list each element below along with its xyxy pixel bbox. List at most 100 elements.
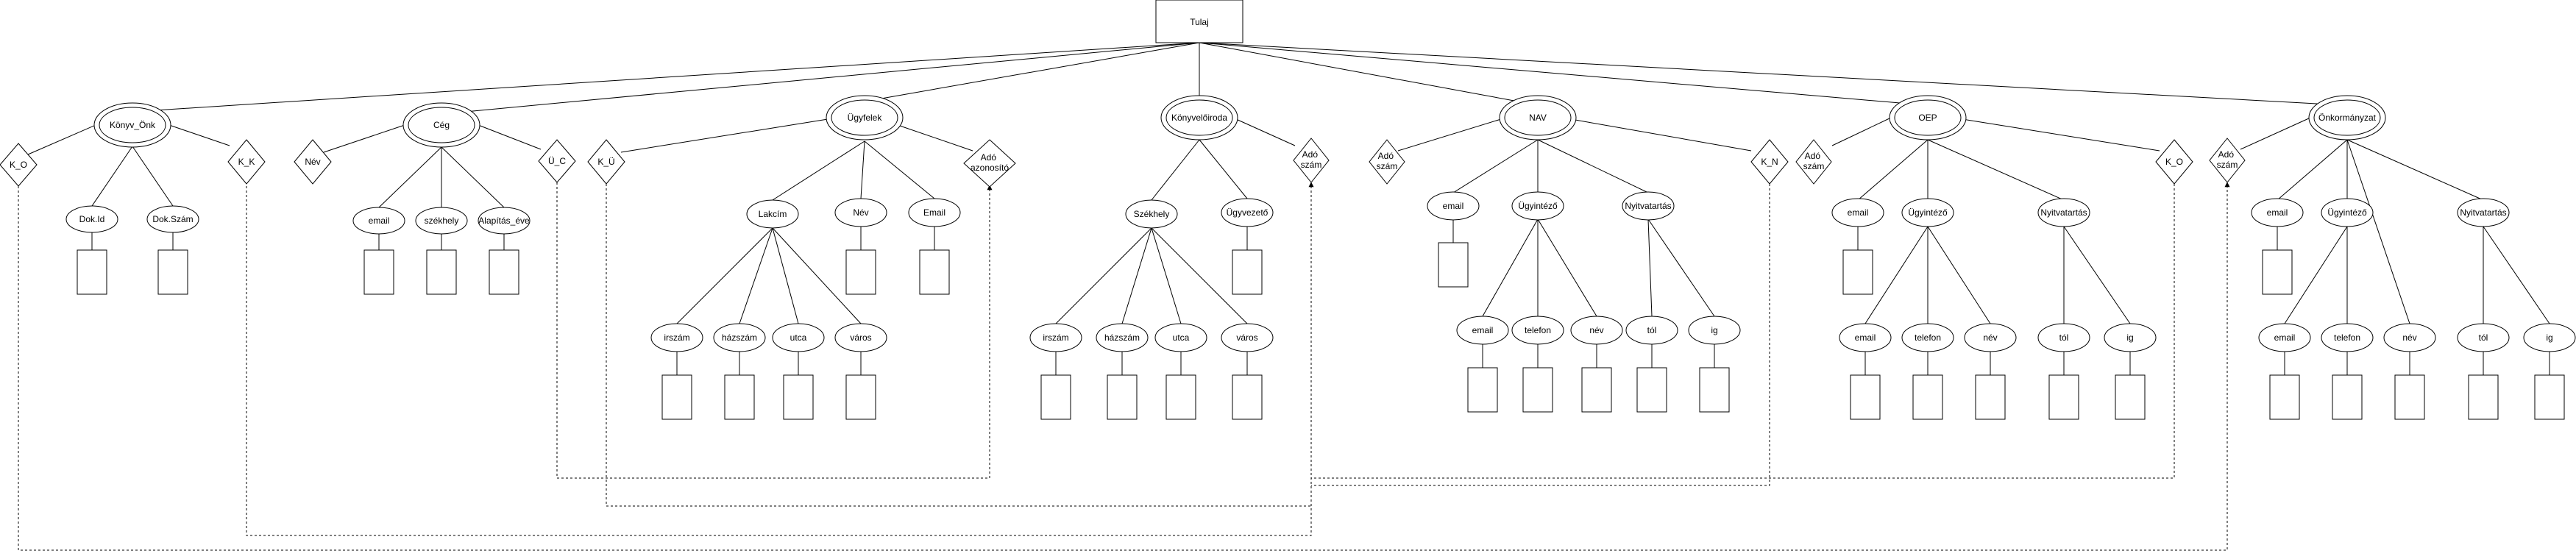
entity-oep: OEP bbox=[1889, 95, 1967, 140]
domain-box bbox=[426, 249, 457, 295]
attr-lak-hazszam bbox=[713, 323, 766, 352]
domain-box bbox=[2468, 374, 2499, 420]
attr-nav-ig-label: ig bbox=[1711, 325, 1717, 335]
attr-oep-ig-label: ig bbox=[2126, 332, 2133, 343]
attr-nav-nyitvatartas-label: Nyitvatartás bbox=[1625, 201, 1671, 211]
domain-box bbox=[2332, 374, 2363, 420]
attr-oep-ugyintezo bbox=[1901, 198, 1954, 227]
attr-szk-varos-label: város bbox=[1236, 332, 1257, 343]
attr-lak-varos bbox=[834, 323, 887, 352]
relationship-k-o-left-label: K_O bbox=[10, 160, 27, 170]
attr-ugyfel-nev bbox=[834, 198, 887, 227]
domain-box bbox=[2048, 374, 2079, 420]
domain-box bbox=[845, 249, 876, 295]
attr-oep-nyitvatartas bbox=[2037, 198, 2090, 227]
relationship-nev-ceg: Név bbox=[294, 139, 332, 185]
attr-onk-nyitvatartas bbox=[2457, 198, 2510, 227]
relationship-k-k: K_K bbox=[227, 139, 266, 185]
attr-szk-utca bbox=[1154, 323, 1207, 352]
attr-szk-utca-label: utca bbox=[1173, 332, 1190, 343]
ado-szam-line-2: szám bbox=[2217, 160, 2238, 170]
attr-szk-hazszam bbox=[1096, 323, 1149, 352]
relationship-k-n-label: K_N bbox=[1761, 157, 1778, 167]
attr-alapitas-eve-label: Alapítás_éve bbox=[478, 216, 530, 226]
ado-azonosito-line-2: azonosító bbox=[971, 163, 1009, 173]
attr-lakcim bbox=[746, 199, 799, 229]
attr-nav-nyitvatartas bbox=[1622, 191, 1675, 221]
domain-box bbox=[363, 249, 394, 295]
domain-box bbox=[2269, 374, 2300, 420]
relationship-k-u: K_Ü bbox=[587, 139, 625, 185]
attr-ceg-email bbox=[352, 207, 405, 235]
relationship-ado-szam-konyv: Adó szám bbox=[1293, 138, 1330, 183]
attr-szk-varos bbox=[1221, 323, 1274, 352]
attr-lak-hazszam-label: házszám bbox=[722, 332, 757, 343]
ado-szam-line: Adó bbox=[1805, 151, 1821, 161]
relationship-u-c-label: Ü_C bbox=[548, 156, 566, 166]
attr-dok-szam-label: Dok.Szám bbox=[152, 214, 193, 224]
attr-nav-ugyintezo bbox=[1511, 191, 1564, 221]
domain-box bbox=[489, 249, 519, 295]
entity-nav-label: NAV bbox=[1529, 113, 1547, 123]
attr-nav-ig bbox=[1688, 316, 1741, 345]
attr-onk-ig bbox=[2523, 323, 2576, 352]
domain-box bbox=[1636, 367, 1667, 413]
root-node: Tulaj bbox=[1155, 0, 1243, 43]
relationship-ado-szam-oep: Adó szám bbox=[1795, 139, 1832, 185]
attr-oep-u-nev bbox=[1964, 323, 2017, 352]
attr-lak-utca bbox=[772, 323, 825, 352]
domain-box bbox=[783, 374, 814, 420]
attr-ugyfel-nev-label: Név bbox=[853, 207, 868, 218]
entity-onkormanyzat-label: Önkormányzat bbox=[2318, 113, 2377, 123]
domain-box bbox=[157, 249, 188, 295]
domain-box bbox=[2115, 374, 2146, 420]
attr-nav-email-label: email bbox=[1443, 201, 1464, 211]
attr-oep-u-telefon-label: telefon bbox=[1915, 332, 1941, 343]
attr-szekhely-k-label: Székhely bbox=[1134, 209, 1170, 219]
domain-box bbox=[1699, 367, 1730, 413]
attr-ugyvezeto-label: Ügyvezető bbox=[1227, 207, 1269, 218]
attr-dok-szam bbox=[146, 205, 199, 233]
entity-ugyfelek-label: Ügyfelek bbox=[848, 113, 883, 123]
entity-oep-label: OEP bbox=[1918, 113, 1937, 123]
attr-szk-hazszam-label: házszám bbox=[1104, 332, 1140, 343]
attr-onk-ig-label: ig bbox=[2546, 332, 2552, 343]
dotted-connectors bbox=[18, 182, 2230, 551]
attr-onk-tol-label: tól bbox=[2479, 332, 2488, 343]
attr-szekhely-k bbox=[1125, 199, 1178, 229]
attr-oep-tol bbox=[2037, 323, 2090, 352]
ado-szam-line: Adó bbox=[2218, 149, 2235, 160]
domain-box bbox=[1850, 374, 1881, 420]
attr-onk-u-email bbox=[2258, 323, 2311, 352]
domain-box bbox=[1165, 374, 1196, 420]
domain-box bbox=[1581, 367, 1612, 413]
attr-lak-varos-label: város bbox=[850, 332, 871, 343]
attr-nav-u-telefon-label: telefon bbox=[1525, 325, 1551, 335]
domain-box bbox=[919, 249, 950, 295]
entity-nav: NAV bbox=[1499, 95, 1577, 140]
attr-onk-u-nev-label: név bbox=[2402, 332, 2416, 343]
attr-lak-irszam bbox=[650, 323, 703, 352]
domain-box bbox=[2534, 374, 2565, 420]
attr-onk-nyitvatartas-label: Nyitvatartás bbox=[2460, 207, 2506, 218]
attr-onk-ugyintezo bbox=[2321, 198, 2374, 227]
attr-ugyfel-email-label: Email bbox=[923, 207, 945, 218]
domain-box bbox=[1522, 367, 1553, 413]
attributes: Dok.Id Dok.Szám email székhely Alapítás_… bbox=[65, 191, 2576, 420]
attr-oep-u-email-label: email bbox=[1855, 332, 1876, 343]
ado-szam-line: Adó bbox=[1302, 149, 1319, 160]
attr-nav-tol-label: tól bbox=[1647, 325, 1657, 335]
domain-box bbox=[1107, 374, 1138, 420]
attr-szk-irszam-label: irszám bbox=[1043, 332, 1068, 343]
domain-box bbox=[1232, 374, 1263, 420]
relationship-nev-ceg-label: Név bbox=[305, 157, 320, 167]
entity-onkormanyzat: Önkormányzat bbox=[2308, 95, 2386, 140]
entity-ceg-label: Cég bbox=[433, 120, 450, 130]
entity-konyveliroda: Könyvelőiroda bbox=[1160, 95, 1238, 140]
relationship-k-o-left: K_O bbox=[0, 143, 38, 187]
attr-szekhely-label: székhely bbox=[425, 216, 459, 226]
attr-ceg-email-label: email bbox=[369, 216, 390, 226]
attr-onk-email-label: email bbox=[2267, 207, 2288, 218]
entity-konyveliroda-label: Könyvelőiroda bbox=[1171, 113, 1227, 123]
